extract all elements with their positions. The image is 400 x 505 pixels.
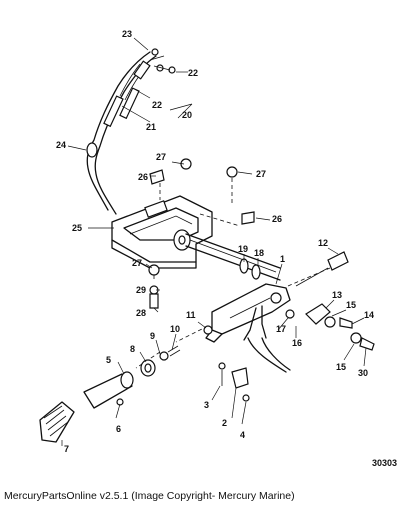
callout-21: 21 <box>146 122 156 132</box>
exploded-parts-diagram: 23 22 22 21 20 24 27 26 27 26 25 19 18 1… <box>39 29 397 468</box>
callout-10: 10 <box>170 324 180 334</box>
callout-17: 17 <box>276 324 286 334</box>
callout-2: 2 <box>222 418 227 428</box>
callout-30: 30 <box>358 368 368 378</box>
callout-labels: 23 22 22 21 20 24 27 26 27 26 25 19 18 1… <box>56 29 374 454</box>
control-arm <box>205 283 291 373</box>
callout-25: 25 <box>72 223 82 233</box>
callout-29: 29 <box>136 285 146 295</box>
drawing-number: 30303 <box>372 458 397 468</box>
callout-15a: 15 <box>346 300 356 310</box>
callout-27b: 27 <box>256 169 266 179</box>
callout-20: 20 <box>182 110 192 120</box>
callout-16: 16 <box>292 338 302 348</box>
callout-28: 28 <box>136 308 146 318</box>
callout-24: 24 <box>56 140 66 150</box>
callout-3: 3 <box>204 400 209 410</box>
callout-8: 8 <box>130 344 135 354</box>
callout-4: 4 <box>240 430 245 440</box>
image-caption: MercuryPartsOnline v2.5.1 (Image Copyrig… <box>4 490 295 502</box>
callout-26a: 26 <box>138 172 148 182</box>
callout-22a: 22 <box>188 68 198 78</box>
bracket-assembly <box>111 195 213 269</box>
callout-7: 7 <box>64 444 69 454</box>
callout-22b: 22 <box>152 100 162 110</box>
callout-26b: 26 <box>272 214 282 224</box>
callout-18: 18 <box>254 248 264 258</box>
callout-11: 11 <box>186 310 196 320</box>
callout-12: 12 <box>318 238 328 248</box>
callout-1: 1 <box>280 254 285 264</box>
shift-rod <box>185 233 281 281</box>
cable-assembly <box>86 48 176 215</box>
callout-19: 19 <box>238 244 248 254</box>
callout-14: 14 <box>364 310 374 320</box>
callout-27c: 27 <box>132 258 142 268</box>
callout-15b: 15 <box>336 362 346 372</box>
callout-13: 13 <box>332 290 342 300</box>
callout-27a: 27 <box>156 152 166 162</box>
handle-grip <box>39 345 181 443</box>
callout-9: 9 <box>150 331 155 341</box>
callout-23: 23 <box>122 29 132 39</box>
callout-5: 5 <box>106 355 111 365</box>
leader-lines <box>61 37 367 446</box>
callout-6: 6 <box>116 424 121 434</box>
